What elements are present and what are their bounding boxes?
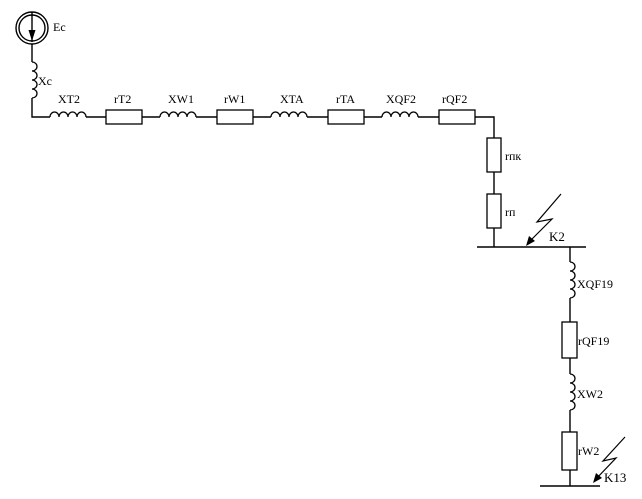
k13-label: K13 (604, 470, 626, 485)
rw1-label: rW1 (224, 92, 245, 106)
inductor-xt2 (49, 111, 87, 118)
resistor-rw1 (216, 109, 254, 125)
xt2-label: XT2 (58, 92, 80, 106)
rqf19-label: rQF19 (578, 334, 609, 348)
source-label: Ec (53, 20, 66, 34)
inductor-xw2 (569, 373, 576, 411)
xta-label: XTA (280, 92, 304, 106)
rpk-label: rпк (505, 149, 521, 163)
rp-label: rп (505, 205, 516, 219)
inductor-xw1 (159, 111, 197, 118)
inductor-xqf19 (569, 261, 576, 299)
inductor-xta (270, 111, 308, 118)
resistor-rqf19 (561, 321, 578, 359)
resistor-rw2 (561, 431, 578, 471)
xc-label: Xc (38, 74, 52, 88)
xw1-label: XW1 (168, 92, 194, 106)
rta-label: rTA (336, 92, 355, 106)
xw2-label: XW2 (577, 387, 603, 401)
resistor-rpk (486, 137, 502, 173)
resistor-rp (486, 193, 502, 229)
source-ec (15, 11, 49, 45)
xqf2-label: XQF2 (386, 92, 416, 106)
fault-k2-symbol (526, 193, 562, 246)
rw2-label: rW2 (578, 444, 599, 458)
rqf2-label: rQF2 (442, 92, 467, 106)
resistor-rt2 (105, 109, 143, 125)
inductor-xc (31, 61, 38, 99)
rt2-label: rT2 (114, 92, 131, 106)
resistor-rta (327, 109, 365, 125)
inductor-xqf2 (381, 111, 419, 118)
fault-k13-symbol (593, 436, 626, 483)
xqf19-label: XQF19 (577, 277, 613, 291)
resistor-rqf2 (438, 109, 476, 125)
k2-label: K2 (549, 229, 565, 244)
